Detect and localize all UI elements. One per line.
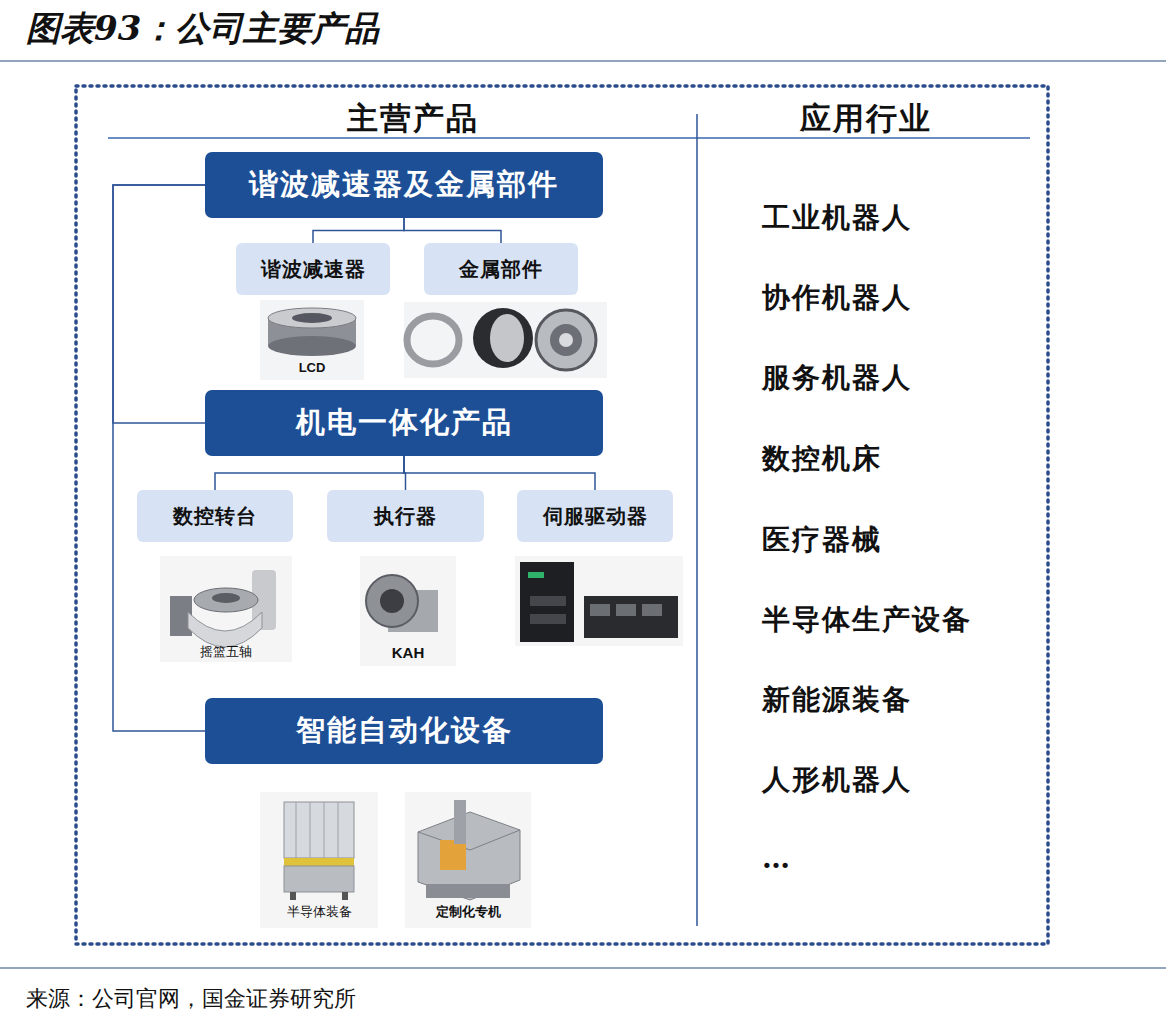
title-rule [0, 60, 1166, 62]
box-label: 智能自动化设备 [286, 711, 523, 751]
connector-line [313, 218, 404, 243]
connector-line [215, 456, 404, 490]
product-box: 执行器 [327, 490, 484, 542]
figure-title: 图表93：公司主要产品 [26, 6, 379, 52]
connector-line [404, 456, 595, 490]
industry-item: 新能源装备 [762, 681, 912, 719]
box-label: 数控转台 [163, 503, 267, 530]
image-caption: LCD [299, 360, 326, 375]
category-box: 谐波减速器及金属部件 [205, 152, 603, 218]
source-caption: 来源：公司官网，国金证券研究所 [26, 984, 356, 1014]
column-header: 应用行业 [800, 98, 932, 140]
header-rule [108, 137, 1030, 139]
product-box: 伺服驱动器 [517, 490, 673, 542]
product-box: 谐波减速器 [236, 243, 390, 295]
industry-item: … [762, 842, 792, 875]
box-label: 伺服驱动器 [533, 503, 658, 530]
box-label: 谐波减速器及金属部件 [239, 165, 569, 205]
product-box: 数控转台 [137, 490, 293, 542]
image-caption: 定制化专机 [436, 903, 501, 921]
column-header: 主营产品 [347, 98, 479, 140]
image-caption: 半导体装备 [287, 903, 352, 921]
box-label: 谐波减速器 [251, 256, 376, 283]
semiconductor-equipment-image [260, 792, 378, 928]
category-box: 智能自动化设备 [205, 698, 603, 764]
industry-item: 人形机器人 [762, 761, 912, 799]
industry-item: 工业机器人 [762, 199, 912, 237]
industry-item: 协作机器人 [762, 279, 912, 317]
industry-item: 服务机器人 [762, 359, 912, 397]
industry-item: 医疗器械 [762, 521, 882, 559]
column-divider [696, 114, 698, 926]
lcd-reducer-image [260, 300, 364, 380]
box-label: 机电一体化产品 [286, 403, 523, 443]
connector-line [404, 218, 501, 243]
caption-rule [0, 967, 1166, 969]
connector-line [113, 185, 205, 423]
actuator-image [360, 556, 456, 666]
metal-parts-image [404, 302, 607, 378]
image-caption: 摇篮五轴 [200, 643, 252, 661]
connector-line [113, 185, 205, 731]
category-box: 机电一体化产品 [205, 390, 603, 456]
dotted-frame [76, 86, 1048, 944]
box-label: 执行器 [364, 503, 447, 530]
custom-machine-image [405, 792, 531, 928]
box-label: 金属部件 [449, 256, 553, 283]
image-caption: KAH [392, 644, 425, 661]
industry-item: 半导体生产设备 [762, 601, 972, 639]
servo-drive-image [515, 556, 683, 646]
turntable-image [160, 556, 292, 662]
industry-item: 数控机床 [762, 440, 882, 478]
product-box: 金属部件 [424, 243, 578, 295]
